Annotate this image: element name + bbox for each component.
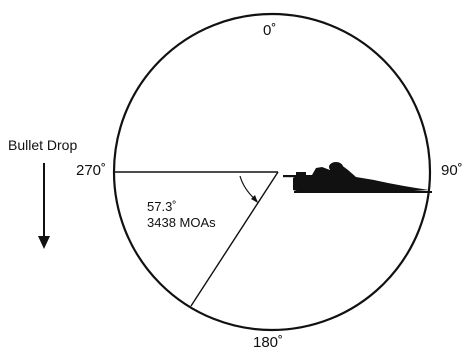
sector-moa-label: 3438 MOAs (147, 215, 216, 230)
angle-label-180: 180˚ (253, 334, 284, 351)
down-arrow-icon (38, 236, 50, 249)
angle-label-270: 270˚ (76, 162, 107, 179)
sector-radius-line (190, 171, 279, 307)
bullet-drop-label: Bullet Drop (8, 137, 78, 153)
angle-arc-arrowhead (251, 195, 258, 203)
angle-label-90: 90˚ (441, 162, 463, 179)
sector-angle-label: 57.3˚ (147, 199, 177, 214)
prone-shooter-silhouette-icon (283, 162, 432, 193)
angle-label-0: 0˚ (263, 22, 277, 39)
